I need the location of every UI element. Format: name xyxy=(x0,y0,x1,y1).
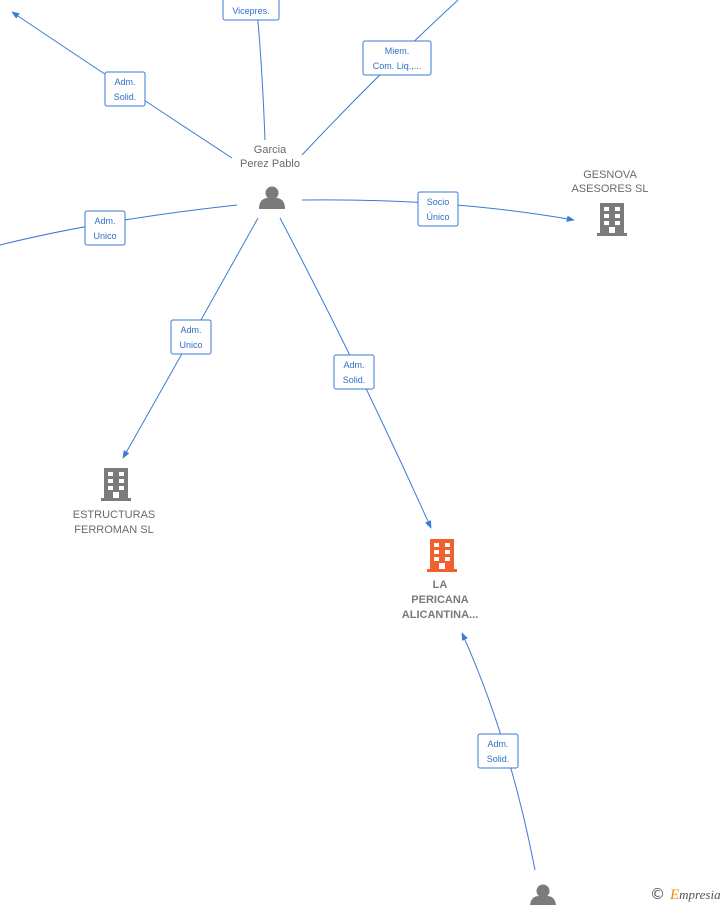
edge-label-miem-line-2: Com. Liq.,... xyxy=(373,61,422,71)
person-label-garcia-line-2: Perez Pablo xyxy=(240,158,300,170)
building-icon[interactable] xyxy=(101,468,131,501)
company-label-estructuras-line-2: FERROMAN SL xyxy=(74,524,153,536)
edge-label-adm-solid-bottom-line-2: Solid. xyxy=(487,754,510,764)
brand-name: mpresia xyxy=(679,887,721,902)
company-label-la-pericana-line-2: PERICANA xyxy=(411,594,469,606)
brand-logo: Empresia xyxy=(669,887,721,903)
company-label-gesnova-line-2: ASESORES SL xyxy=(571,183,648,195)
person-icon[interactable] xyxy=(530,884,556,905)
brand-initial: E xyxy=(669,887,679,903)
company-node-estructuras[interactable]: ESTRUCTURAS FERROMAN SL xyxy=(73,468,156,536)
edge-label-adm-solid-topleft-line-1: Adm. xyxy=(114,77,135,87)
company-node-gesnova[interactable]: GESNOVA ASESORES SL xyxy=(571,169,649,236)
edge-label-socio-unico-line-1: Socio xyxy=(427,197,450,207)
edge-label-socio-unico-line-2: Único xyxy=(426,212,449,222)
company-label-la-pericana-line-3: ALICANTINA... xyxy=(402,609,478,621)
edge-label-adm-solid-bottom[interactable]: Adm. Solid. xyxy=(477,733,519,769)
company-label-la-pericana-line-1: LA xyxy=(433,579,448,591)
edge-label-adm-unico-estructuras-line-2: Unico xyxy=(179,340,202,350)
edge-label-adm-unico-estructuras[interactable]: Adm. Unico xyxy=(170,319,212,355)
person-node-bottom[interactable] xyxy=(530,884,556,905)
edge-label-socio-unico[interactable]: Socio Único xyxy=(417,191,459,227)
company-label-gesnova-line-1: GESNOVA xyxy=(583,169,637,181)
edge-label-adm-solid-pericana-line-1: Adm. xyxy=(343,360,364,370)
person-icon[interactable] xyxy=(259,186,285,210)
edge-label-adm-unico-left[interactable]: Adm. Unico xyxy=(84,210,126,246)
edge-label-vicepres[interactable]: Vicepres. xyxy=(222,0,280,21)
edge-vicepres[interactable] xyxy=(255,0,266,141)
person-label-garcia-line-1: Garcia xyxy=(254,144,287,156)
edge-label-miem-line-1: Miem. xyxy=(385,46,410,56)
copyright-icon: © xyxy=(650,885,665,903)
edge-label-vicepres-line-1: Vicepres. xyxy=(232,6,269,16)
edge-label-adm-unico-estructuras-line-1: Adm. xyxy=(180,325,201,335)
watermark: © Empresia xyxy=(650,885,721,903)
company-label-estructuras-line-1: ESTRUCTURAS xyxy=(73,509,156,521)
person-node-garcia[interactable]: Garcia Perez Pablo xyxy=(240,144,300,209)
building-icon[interactable] xyxy=(427,539,457,572)
edge-label-adm-solid-topleft-line-2: Solid. xyxy=(114,92,137,102)
building-icon[interactable] xyxy=(597,203,627,236)
edge-label-adm-unico-left-line-1: Adm. xyxy=(94,216,115,226)
company-node-la-pericana[interactable]: LA PERICANA ALICANTINA... xyxy=(402,539,478,621)
edge-label-miem[interactable]: Miem. Com. Liq.,... xyxy=(362,40,432,76)
edge-label-adm-unico-left-line-2: Unico xyxy=(93,231,116,241)
edge-label-adm-solid-pericana-line-2: Solid. xyxy=(343,375,366,385)
edge-miem[interactable] xyxy=(301,0,459,156)
edge-label-adm-solid-bottom-line-1: Adm. xyxy=(487,739,508,749)
edge-label-adm-solid-pericana[interactable]: Adm. Solid. xyxy=(333,354,375,390)
edge-label-adm-solid-topleft[interactable]: Adm. Solid. xyxy=(104,71,146,107)
